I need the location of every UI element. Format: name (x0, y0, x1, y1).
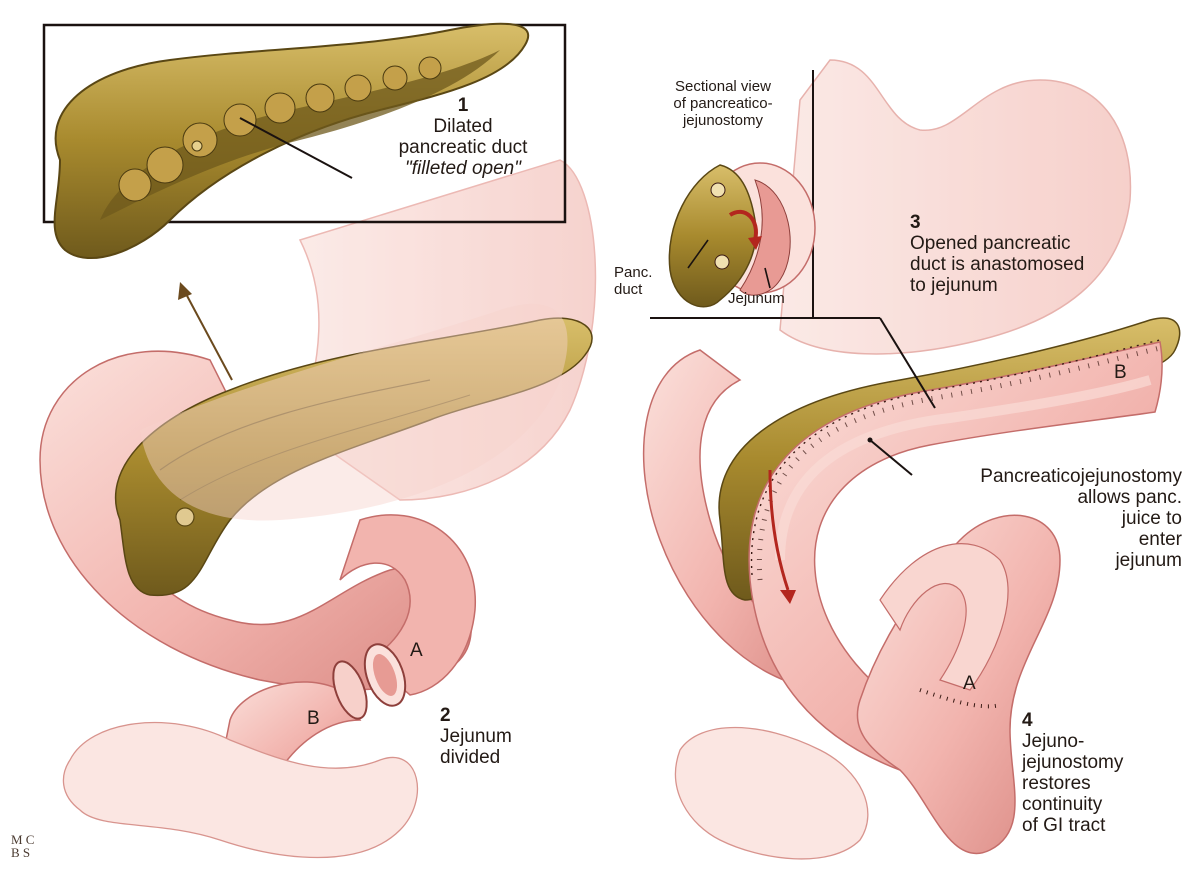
artist-signature: M C B S (11, 833, 41, 859)
signature-line2: B S (11, 846, 41, 859)
step4-line2: jejunostomy (1022, 752, 1162, 773)
step1-line2: pancreatic duct (378, 137, 548, 158)
inset-title-line1: Sectional view (640, 78, 806, 95)
callout-line4: enter (900, 529, 1182, 550)
panc-label-line1: Panc. (614, 264, 674, 281)
step3-label: 3 Opened pancreatic duct is anastomosed … (910, 212, 1150, 296)
step2-line2: divided (440, 747, 550, 768)
step3-number: 3 (910, 212, 1150, 233)
panc-label-line2: duct (614, 281, 674, 298)
step1-line1: Dilated (378, 116, 548, 137)
step4-line1: Jejuno- (1022, 731, 1162, 752)
callout-label: Pancreaticojejunostomy allows panc. juic… (900, 466, 1182, 571)
inset-title-line3: jejunostomy (640, 112, 806, 129)
step1-number: 1 (378, 95, 548, 116)
step4-line4: continuity (1022, 794, 1162, 815)
callout-line5: jejunum (900, 550, 1182, 571)
letter-b-right: B (1114, 362, 1127, 384)
callout-line2: allows panc. (900, 487, 1182, 508)
step3-line3: to jejunum (910, 275, 1150, 296)
step2-number: 2 (440, 705, 550, 726)
step4-label: 4 Jejuno- jejunostomy restores continuit… (1022, 710, 1162, 836)
inset-panc-duct-label: Panc. duct (614, 264, 674, 298)
step2-line1: Jejunum (440, 726, 550, 747)
callout-line3: juice to (900, 508, 1182, 529)
letter-b-left: B (307, 708, 320, 730)
step4-line3: restores (1022, 773, 1162, 794)
letter-a-right: A (963, 673, 976, 695)
callout-line1: Pancreaticojejunostomy (900, 466, 1182, 487)
step1-label: 1 Dilated pancreatic duct "filleted open… (378, 95, 548, 179)
step3-line1: Opened pancreatic (910, 233, 1150, 254)
inset-title-line2: of pancreatico- (640, 95, 806, 112)
step4-line5: of GI tract (1022, 815, 1162, 836)
inset-jejunum-label: Jejunum (728, 290, 808, 307)
step3-line2: duct is anastomosed (910, 254, 1150, 275)
step2-label: 2 Jejunum divided (440, 705, 550, 768)
step4-number: 4 (1022, 710, 1162, 731)
letter-a-left: A (410, 640, 423, 662)
inset-title: Sectional view of pancreatico- jejunosto… (640, 78, 806, 129)
step1-line3: "filleted open" (378, 158, 548, 179)
stomach-right (780, 60, 1130, 354)
